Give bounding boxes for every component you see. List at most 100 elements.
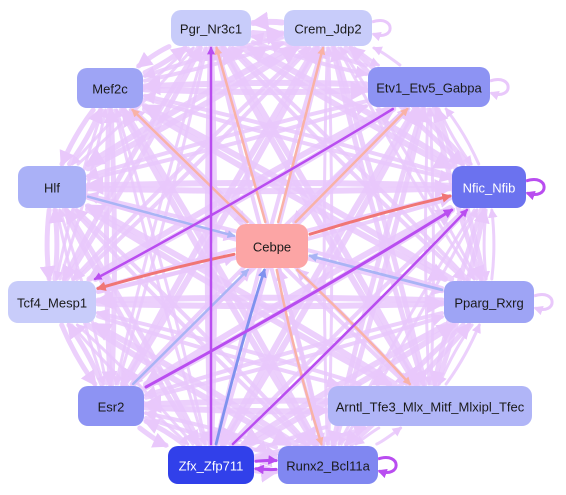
edge-cebpe-to-runx [275,268,324,446]
edge-esr2-to-tcf4 [66,322,105,387]
node-arntl-label: Arntl_Tfe3_Mlx_Mitf_Mlxipl_Tfec [336,400,525,415]
self-loop-layer [254,19,554,479]
node-pgr[interactable]: Pgr_Nr3c1 [171,10,251,46]
node-pgr-label: Pgr_Nr3c1 [180,22,242,37]
edge-runx-to-mef2c [120,106,320,447]
self-loop-pparg [533,293,554,316]
edge-hlf-to-nfic [85,179,454,199]
node-etv[interactable]: Etv1_Etv5_Gabpa [368,67,490,107]
edge-tcf4-to-esr2 [59,322,98,387]
edge-runx-to-zfx [254,464,278,475]
edge-tcf4-to-pgr [64,45,203,282]
edge-runx-to-cebpe [275,267,326,446]
edge-cebpe-to-mef2c [131,108,249,224]
self-loop-etv [489,78,510,101]
edge-crem-to-pgr [249,11,285,31]
edge-zfx-to-etv [221,105,421,447]
edge-etv-to-mef2c [141,76,369,96]
node-mef2c-label: Mef2c [92,82,128,97]
edge-nfic-to-etv [444,107,481,166]
edge-runx-to-tcf4 [91,322,299,447]
node-runx[interactable]: Runx2_Bcl11a [278,446,378,484]
node-etv-label: Etv1_Etv5_Gabpa [376,81,482,96]
edge-hlf-to-etv [86,103,369,181]
edge-esr2-to-cebpe [131,268,250,386]
edge-tcf4-to-arntl [96,314,340,388]
edge-esr2-to-cebpe [132,268,252,386]
edge-zfx-to-runx [254,455,278,465]
node-pparg[interactable]: Pparg_Rxrg [444,281,534,323]
edge-cebpe-to-etv [294,107,409,224]
node-esr2-box [78,386,144,426]
edge-esr2-to-nfic [144,208,454,389]
edge-pparg-to-nfic [487,208,498,281]
node-nfic-box [452,166,526,208]
node-mef2c-box [77,68,143,108]
node-pgr-box [171,10,251,46]
edge-etv-to-hlf [85,99,368,180]
node-zfx[interactable]: Zfx_Zfp711 [168,446,254,484]
node-pparg-box [444,281,534,323]
self-loop-runx [377,456,398,479]
node-arntl-box [328,386,532,426]
edge-cebpe-to-tcf4 [96,252,236,291]
node-zfx-label: Zfx_Zfp711 [179,459,244,474]
edge-cebpe-to-nfic [308,193,452,236]
node-hlf[interactable]: Hlf [18,166,86,208]
edge-arntl-to-runx [354,426,381,446]
edge-hlf-to-cebpe [86,195,236,239]
node-cebpe-label: Cebpe [253,240,291,255]
node-hlf-label: Hlf [44,181,60,196]
edge-etv-to-cebpe [292,107,408,224]
edge-etv-to-crem [372,46,402,67]
node-runx-label: Runx2_Bcl11a [286,459,370,474]
node-hlf-box [18,166,86,208]
edge-pparg-to-tcf4 [94,290,445,310]
edge-tcf4-to-hlf [48,206,65,282]
edge-layer-strong [86,46,469,446]
node-crem-label: Crem_Jdp2 [294,22,361,37]
node-zfx-box [168,446,254,484]
edge-hlf-to-zfx [61,207,201,447]
edge-arntl-to-pparg [444,323,481,386]
edge-crem-to-runx [322,46,332,446]
node-crem[interactable]: Crem_Jdp2 [284,10,372,46]
edge-hlf-to-cebpe [86,196,237,242]
edge-arntl-to-hlf [84,203,398,387]
edge-esr2-to-zfx [137,425,169,448]
node-cebpe[interactable]: Cebpe [236,224,308,268]
edge-zfx-to-esr2 [143,418,186,447]
node-cebpe-box [236,224,308,268]
node-tcf4[interactable]: Tcf4_Mesp1 [8,281,96,323]
node-arntl[interactable]: Arntl_Tfe3_Mlx_Mitf_Mlxipl_Tfec [328,386,532,426]
node-crem-box [284,10,372,46]
edge-mef2c-to-etv [142,81,370,101]
edge-tcf4-to-cebpe [96,253,237,294]
edge-zfx-to-nfic [231,208,469,446]
edge-esr2-to-crem [121,44,321,387]
edge-runx-to-esr2 [143,408,278,450]
edge-zfx-to-hlf [64,207,203,447]
node-nfic-label: Nfic_Nfib [463,181,516,196]
edge-mef2c-to-crem [143,41,285,83]
edge-mef2c-to-pgr [142,45,188,75]
node-tcf4-label: Tcf4_Mesp1 [17,296,87,311]
edge-hlf-to-tcf4 [39,207,56,283]
edge-pgr-to-mef2c [136,44,172,69]
edge-mef2c-to-pparg [142,106,449,282]
node-esr2[interactable]: Esr2 [78,386,144,426]
node-pparg-label: Pparg_Rxrg [454,296,523,311]
node-nfic[interactable]: Nfic_Nfib [452,166,526,208]
edge-pgr-to-crem [250,25,286,45]
edge-zfx-to-cebpe [214,268,267,446]
edge-arntl-to-crem [330,44,428,387]
node-mef2c[interactable]: Mef2c [77,68,143,108]
node-tcf4-box [8,281,96,323]
self-loop-crem [371,19,392,42]
edge-runx-to-arntl [375,426,403,446]
self-loop-nfic [525,178,546,201]
edge-hlf-to-mef2c [67,107,103,167]
